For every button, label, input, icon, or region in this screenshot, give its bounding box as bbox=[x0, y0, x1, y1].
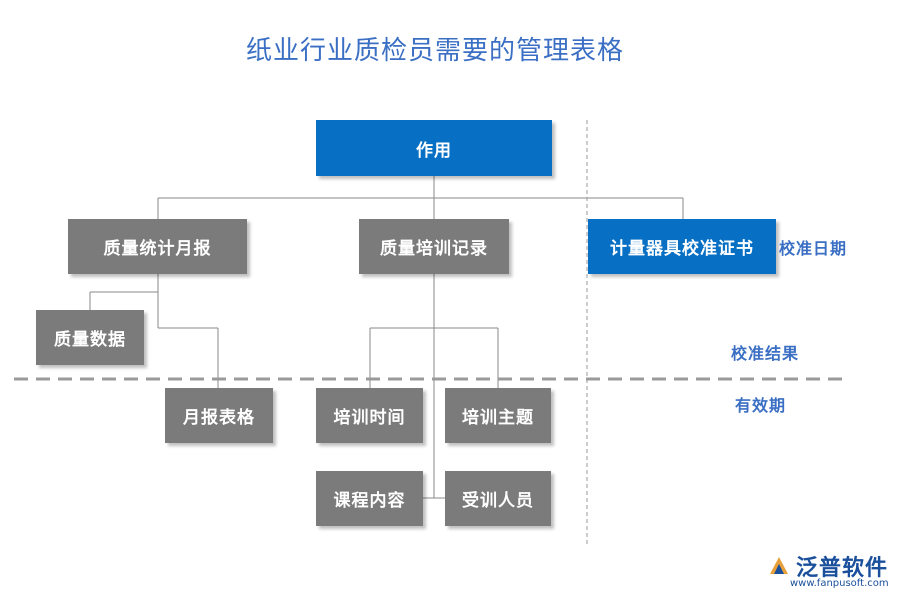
label-calibration-result: 校准结果 bbox=[731, 344, 800, 363]
brand-logo: 泛普软件 bbox=[766, 550, 888, 582]
page-title: 纸业行业质检员需要的管理表格 bbox=[245, 36, 624, 66]
node-monthly-form: 月报表格 bbox=[165, 388, 273, 443]
brand-url: www.fanpusoft.com bbox=[790, 578, 889, 589]
node-trainees: 受训人员 bbox=[445, 471, 551, 526]
node-training-time: 培训时间 bbox=[316, 388, 423, 443]
node-root: 作用 bbox=[316, 120, 552, 176]
node-training-record: 质量培训记录 bbox=[359, 219, 509, 274]
label-validity: 有效期 bbox=[735, 396, 787, 415]
fanpu-logo-icon bbox=[770, 557, 788, 574]
label-calibration-date: 校准日期 bbox=[779, 239, 848, 258]
node-quality-stats: 质量统计月报 bbox=[68, 219, 247, 274]
node-calibration-cert: 计量器具校准证书 bbox=[588, 219, 776, 274]
brand-name: 泛普软件 bbox=[796, 556, 889, 581]
node-training-topic: 培训主题 bbox=[445, 388, 551, 443]
node-quality-data: 质量数据 bbox=[36, 310, 144, 365]
node-course-content: 课程内容 bbox=[316, 471, 423, 526]
